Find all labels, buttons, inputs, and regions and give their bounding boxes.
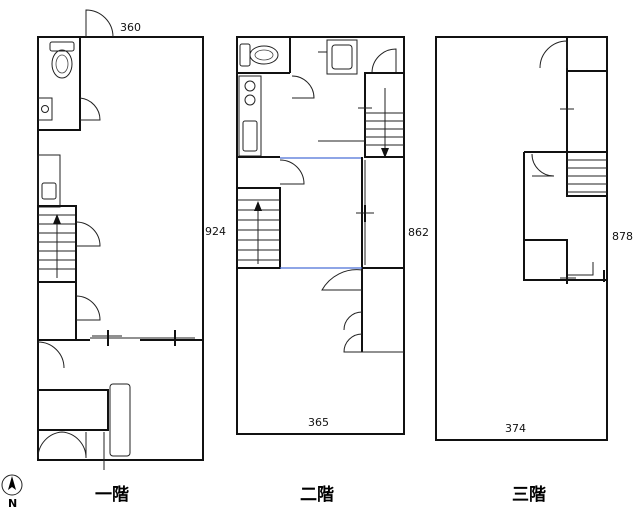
floor-1-width-label: 360	[120, 21, 141, 34]
floor-2-sink-basin	[242, 120, 258, 152]
floor-1-cabinet	[109, 383, 131, 457]
floor-3-door-a	[539, 40, 568, 69]
floor-3-closet-door	[567, 262, 594, 276]
floor-3-stairs	[566, 151, 608, 197]
floor-1-door-b	[75, 295, 101, 321]
floor-2-stairs-lower	[236, 187, 281, 269]
floor-2-wash-door	[371, 48, 397, 74]
floor-2-plan: 862 365	[236, 36, 429, 435]
toilet-icon	[239, 43, 279, 67]
sink-icon	[38, 97, 53, 121]
floor-2-outline	[236, 36, 405, 435]
floor-3-label: 三階	[512, 485, 546, 505]
floor-1-toilet-wall	[38, 37, 81, 131]
floor-1-label: 一階	[95, 485, 129, 505]
floor-2-stairs-upper	[318, 72, 405, 158]
stove-icon	[41, 182, 57, 200]
floor-2-kitchen-counter	[238, 75, 262, 157]
floor-3-room-wall	[523, 152, 607, 281]
floor-2-closet-doors	[343, 311, 404, 353]
stair-arrow-icon	[381, 148, 389, 158]
north-arrow-icon	[1, 474, 23, 496]
floor-2-door-a	[291, 75, 315, 99]
floor-1-storage	[37, 389, 109, 431]
floor-2-door-c	[321, 269, 363, 291]
floor-2-door-b	[279, 159, 305, 185]
compass: N	[1, 474, 23, 510]
floor-1-top-door	[85, 9, 114, 38]
floor-3-door-b	[531, 153, 555, 177]
floor-3-upper-wall	[566, 37, 607, 152]
floor-3-outline	[435, 36, 608, 441]
sink-icon	[318, 39, 358, 75]
floor-2-width-label: 365	[308, 416, 329, 429]
floor-2-depth-label: 862	[408, 226, 429, 239]
floor-1-plan: 360 924	[37, 9, 226, 470]
floor-3-plan: 878 374	[435, 36, 633, 441]
compass-label: N	[8, 497, 17, 510]
stove-icon	[244, 80, 256, 106]
floor-1-outline	[37, 36, 204, 461]
floor-1-entry-doors	[37, 431, 105, 470]
floor-1-door-a	[75, 221, 101, 247]
floor-1-depth-label: 924	[205, 225, 226, 238]
toilet-icon	[49, 41, 75, 79]
stair-arrow-icon	[53, 214, 61, 224]
floor-1-door-c	[37, 341, 65, 369]
stair-arrow-icon	[254, 201, 262, 211]
floor-1-stairs	[37, 205, 77, 283]
floor-3-closet-wall	[524, 239, 568, 275]
floor-2-label: 二階	[300, 485, 334, 505]
floor-3-width-label: 374	[505, 422, 526, 435]
floor-3-depth-label: 878	[612, 230, 633, 243]
floor-2-toilet-wall	[237, 37, 291, 74]
floor-1-toilet-door	[79, 97, 101, 121]
